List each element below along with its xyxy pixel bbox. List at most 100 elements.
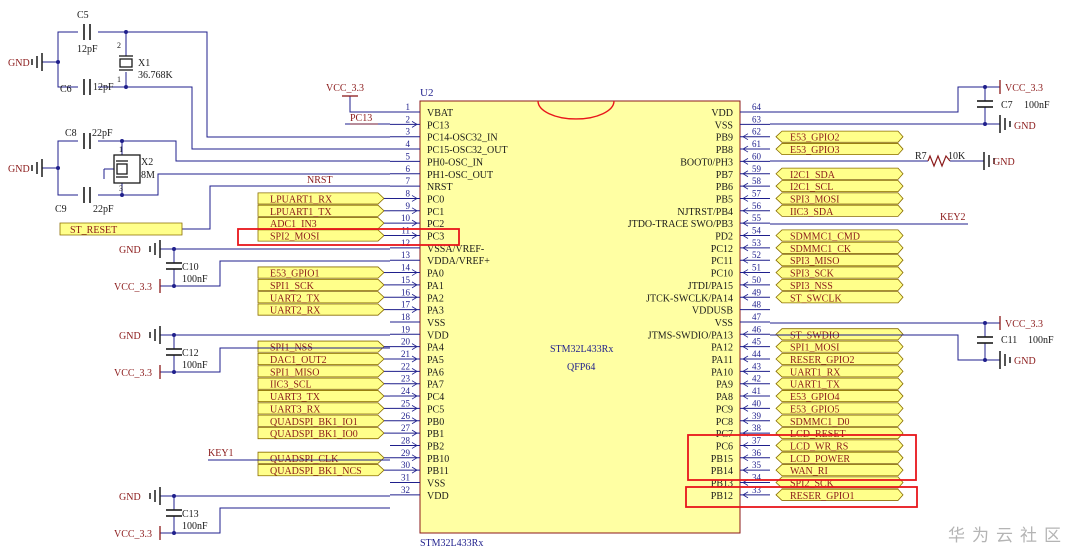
wires [42,31,1000,534]
svg-text:PC12: PC12 [711,244,733,255]
c10-value: 100nF [182,274,208,285]
c9-ref: C9 [55,204,67,215]
svg-text:PC10: PC10 [711,269,733,280]
svg-text:54: 54 [752,226,762,236]
port-label-st-swclk: ST_SWCLK [775,291,904,304]
c7-ref: C7 [1001,100,1013,111]
port-label-uart2-tx: UART2_TX [257,291,390,304]
svg-text:IIC3_SDA: IIC3_SDA [790,207,834,218]
svg-text:34: 34 [752,473,762,483]
port-label-reser-gpio2: RESER_GPIO2 [775,352,904,366]
svg-text:10: 10 [401,213,411,223]
c10-ref: C10 [182,262,199,273]
svg-text:NJTRST/PB4: NJTRST/PB4 [677,207,733,218]
svg-text:SPI3_NSS: SPI3_NSS [790,281,833,292]
svg-text:SDMMC1_CMD: SDMMC1_CMD [790,232,860,243]
port-label-uart2-rx: UART2_RX [257,303,390,317]
svg-text:VDDA/VREF+: VDDA/VREF+ [427,256,490,267]
svg-text:IIC3_SCL: IIC3_SCL [270,380,312,391]
svg-text:PD2: PD2 [715,232,733,243]
svg-text:SPI1_SCK: SPI1_SCK [270,281,315,292]
svg-text:17: 17 [401,300,411,310]
svg-text:52: 52 [752,250,761,260]
watermark: 华为云社区 [948,526,1068,546]
port-label-quadspi-clk: QUADSPI_CLK [257,451,390,465]
port-label-spi1-mosi: SPI1_MOSI [775,340,904,354]
gnd-icon [149,239,161,259]
capacitor-c10 [166,262,182,270]
x2-ref: X2 [141,157,153,168]
x2-pin3: 3 [119,184,123,193]
svg-text:QUADSPI_BK1_IO0: QUADSPI_BK1_IO0 [270,429,358,440]
svg-text:28: 28 [401,435,411,445]
svg-text:PC8: PC8 [716,417,733,428]
svg-text:PB13: PB13 [711,479,733,490]
svg-text:14: 14 [401,263,411,273]
svg-text:44: 44 [752,349,762,359]
r7-ref: R7 [915,151,927,162]
port-label-i2c1-sda: I2C1_SDA [775,167,904,181]
svg-text:LCD_WR_RS: LCD_WR_RS [790,441,848,452]
port-label-uart1-rx: UART1_RX [775,365,904,378]
port-label-lpuart1-rx: LPUART1_RX [257,192,390,205]
svg-text:PB5: PB5 [716,194,733,205]
svg-text:5: 5 [406,151,411,161]
svg-text:50: 50 [752,275,762,285]
svg-text:49: 49 [752,287,762,297]
svg-text:VDDUSB: VDDUSB [692,306,733,317]
svg-text:SPI2_SCK: SPI2_SCK [790,479,835,490]
svg-text:PB1: PB1 [427,429,444,440]
svg-text:63: 63 [752,114,762,124]
svg-text:21: 21 [401,349,410,359]
svg-text:31: 31 [401,473,410,483]
svg-text:PC1: PC1 [427,207,444,218]
chip-bottom-label: STM32L433Rx [420,538,483,549]
svg-text:JTMS-SWDIO/PA13: JTMS-SWDIO/PA13 [648,330,733,341]
port-label-spi3-miso: SPI3_MISO [775,254,904,267]
x2-pin1: 1 [119,145,123,154]
port-label-spi1-sck: SPI1_SCK [257,278,390,292]
c9-value: 22pF [93,204,114,215]
svg-text:24: 24 [401,386,411,396]
svg-text:VDD: VDD [427,330,449,341]
svg-text:PH0-OSC_IN: PH0-OSC_IN [427,157,483,168]
gnd-icon [149,325,161,345]
svg-text:UART3_RX: UART3_RX [270,404,321,415]
svg-text:E53_GPIO5: E53_GPIO5 [790,404,839,415]
svg-text:57: 57 [752,188,762,198]
svg-text:PB14: PB14 [711,466,733,477]
port-label-uart3-tx: UART3_TX [257,390,390,403]
gnd-label: GND [119,245,141,256]
svg-text:I2C1_SDA: I2C1_SDA [790,170,836,181]
svg-text:18: 18 [401,312,411,322]
svg-text:PA4: PA4 [427,343,444,354]
chip-right-pins: 64VDD63VSS62PB961PB860BOOT0/PH359PB758PB… [628,102,770,502]
port-label-i2c1-scl: I2C1_SCL [775,180,904,193]
svg-text:PC6: PC6 [716,441,733,452]
svg-text:E53_GPIO1: E53_GPIO1 [270,269,319,280]
svg-text:PC9: PC9 [716,404,733,415]
port-label-spi1-nss: SPI1_NSS [257,340,390,354]
